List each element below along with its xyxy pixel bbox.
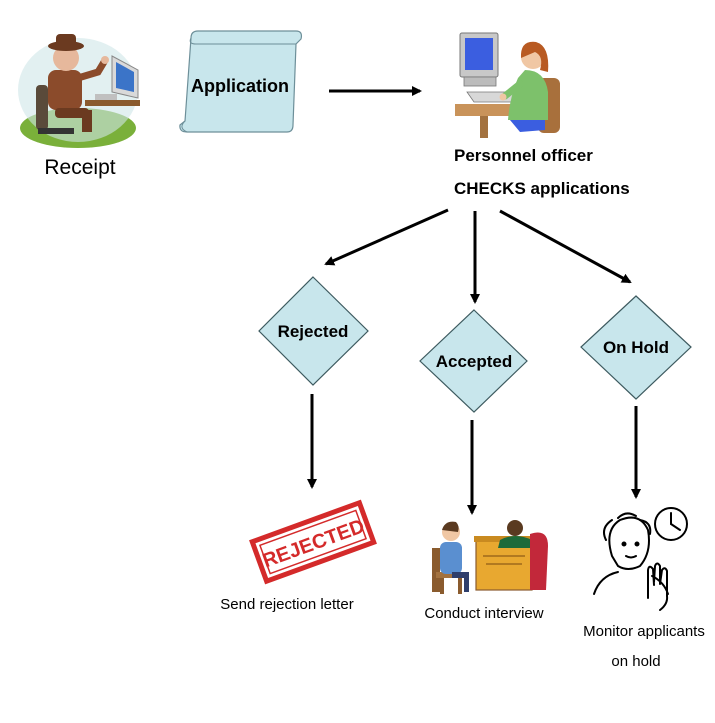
arrow-officer-to-rejected: [324, 208, 449, 266]
scroll-icon: [179, 30, 303, 133]
frustrated-man-at-computer-icon: [18, 34, 140, 148]
outcome-monitor-line1: Monitor applicants: [583, 623, 705, 640]
officer-line2: CHECKS applications: [454, 179, 630, 198]
receipt-label: Receipt: [44, 156, 115, 179]
officer-line1: Personnel officer: [454, 146, 593, 165]
outcome-conduct-interview-label: Conduct interview: [424, 605, 543, 622]
decision-rejected-diamond: [258, 276, 369, 386]
interview-icon: [432, 520, 548, 594]
decision-accepted-diamond: [419, 309, 528, 413]
outcome-monitor-line2: on hold: [611, 653, 660, 670]
decision-onhold-diamond: [580, 295, 692, 400]
rejected-stamp-icon: REJECTED: [249, 499, 377, 585]
decision-onhold-label: On Hold: [603, 338, 669, 357]
woman-at-computer-icon: [455, 32, 560, 138]
outcome-send-rejection-label: Send rejection letter: [220, 596, 353, 613]
waiting-person-clock-icon: [593, 507, 688, 611]
decision-rejected-label: Rejected: [278, 322, 349, 341]
application-label: Application: [191, 76, 289, 96]
decision-accepted-label: Accepted: [436, 352, 513, 371]
arrow-officer-to-onhold: [499, 209, 632, 284]
